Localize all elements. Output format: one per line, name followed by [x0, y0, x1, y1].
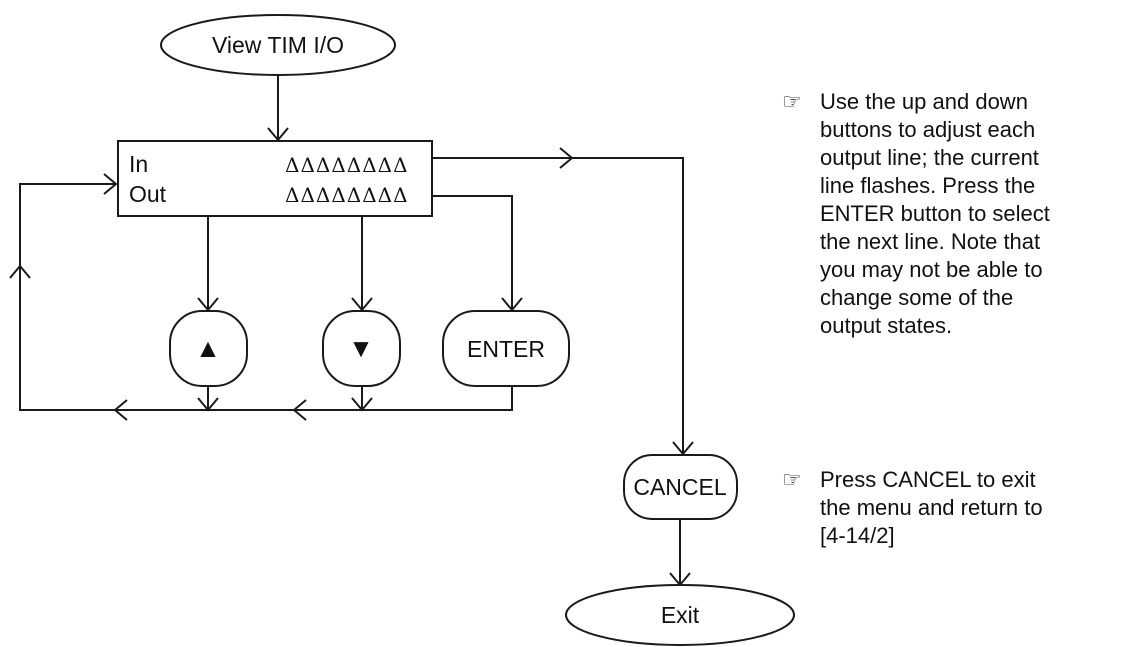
- up-button[interactable]: ▲: [169, 310, 248, 387]
- connector-down-loop: [351, 386, 373, 412]
- connector-cancel-exit: [669, 519, 691, 587]
- arrowhead-loop-left2: [113, 399, 128, 421]
- display-row2-value: ΔΔΔΔΔΔΔΔ: [285, 183, 409, 207]
- connector-display-up: [197, 216, 219, 312]
- down-button[interactable]: ▼: [322, 310, 401, 387]
- arrowhead-loop-left1: [292, 399, 307, 421]
- start-label: View TIM I/O: [212, 32, 344, 58]
- arrowhead-loop-up: [9, 264, 31, 279]
- down-arrow-icon: ▼: [348, 333, 374, 363]
- connector-start-display: [267, 75, 289, 142]
- note-adjust-text: Use the up and down buttons to adjust ea…: [820, 89, 1050, 338]
- connector-display-cancel: [432, 157, 684, 454]
- end-node: Exit: [565, 584, 795, 646]
- lcd-display: In ΔΔΔΔΔΔΔΔ Out ΔΔΔΔΔΔΔΔ: [117, 140, 433, 217]
- display-row2-label: Out: [129, 181, 167, 207]
- display-row1-label: In: [129, 151, 148, 177]
- up-arrow-icon: ▲: [195, 333, 221, 363]
- pointing-hand-icon: ☞: [782, 467, 802, 492]
- pointing-hand-icon: ☞: [782, 89, 802, 114]
- start-node: View TIM I/O: [160, 14, 396, 76]
- note-cancel-text: Press CANCEL to exit the menu and return…: [820, 467, 1043, 548]
- connector-up-loop: [197, 386, 219, 412]
- enter-button[interactable]: ENTER: [442, 310, 570, 387]
- display-row1-value: ΔΔΔΔΔΔΔΔ: [285, 153, 409, 177]
- loop-return-path: [19, 183, 513, 411]
- arrowhead-loop-display: [103, 173, 118, 195]
- end-label: Exit: [661, 602, 700, 628]
- cancel-label: CANCEL: [633, 474, 727, 500]
- connector-display-enter: [432, 195, 523, 312]
- cancel-button[interactable]: CANCEL: [623, 454, 738, 520]
- enter-label: ENTER: [467, 336, 545, 362]
- arrowhead-right: [559, 147, 574, 169]
- connector-display-down: [351, 216, 373, 312]
